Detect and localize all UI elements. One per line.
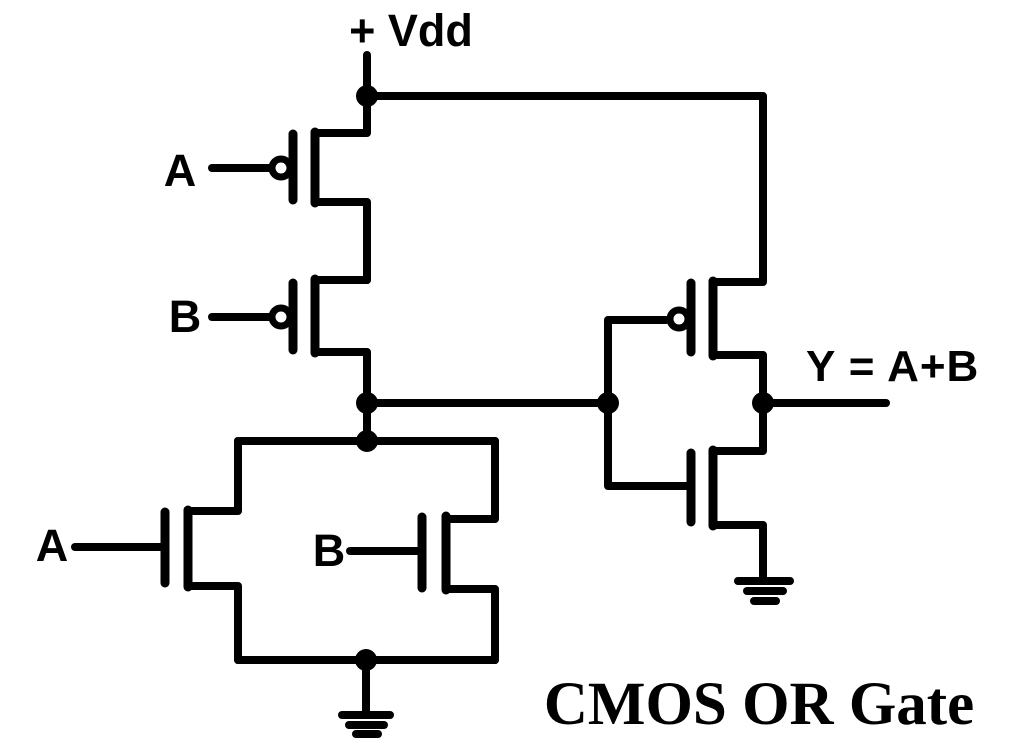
nmos-a-drain-wire bbox=[184, 437, 242, 515]
pmos-b-input-label: B bbox=[169, 291, 202, 342]
inverter-inversion-bubble-icon bbox=[666, 306, 692, 332]
vdd-top-rail-wire bbox=[363, 92, 767, 286]
nmos-a-transistor: A bbox=[36, 437, 242, 664]
nmos-parallel-network: A B bbox=[36, 437, 499, 738]
pmos-a-inversion-bubble-icon bbox=[268, 155, 294, 181]
nmos-a-source-wire bbox=[184, 582, 242, 664]
inverter-pmos-gate-wire bbox=[604, 316, 670, 407]
junction-dot-nor-output bbox=[356, 392, 378, 414]
pmos-a-input-label: A bbox=[164, 145, 197, 196]
pmos-a-drain-wire bbox=[311, 198, 371, 284]
nor-output-node bbox=[356, 392, 619, 452]
inverter-nmos-source-wire bbox=[709, 521, 767, 584]
pmos-b-transistor: B bbox=[169, 274, 371, 407]
inverter-pmos-transistor bbox=[666, 276, 767, 407]
pmos-a-transistor: A bbox=[164, 92, 371, 284]
nmos-a-input-label: A bbox=[36, 520, 69, 571]
output-node: Y = A+B bbox=[752, 342, 979, 414]
junction-dot-output bbox=[752, 392, 774, 414]
ground-symbol-pulldown bbox=[338, 649, 394, 738]
inverter-pmos-drain-wire bbox=[709, 351, 767, 407]
nmos-b-input-label: B bbox=[313, 525, 346, 576]
output-label: Y = A+B bbox=[806, 342, 979, 391]
inverter-stage: Y = A+B bbox=[604, 276, 979, 605]
pmos-b-drain-wire bbox=[311, 348, 371, 407]
inverter-nmos-transistor bbox=[686, 399, 767, 584]
vdd-supply: + Vdd bbox=[349, 5, 767, 286]
ground-symbol-inverter bbox=[734, 577, 794, 605]
nmos-b-source-wire bbox=[444, 585, 499, 664]
inverter-nmos-gate-wire bbox=[604, 399, 692, 490]
vdd-label: + Vdd bbox=[349, 5, 473, 56]
nmos-b-drain-wire bbox=[444, 437, 499, 523]
nmos-b-transistor: B bbox=[313, 437, 499, 664]
inverter-nmos-drain-wire bbox=[709, 399, 767, 455]
pmos-a-source-wire bbox=[311, 92, 371, 137]
diagram-title: CMOS OR Gate bbox=[544, 671, 974, 738]
pmos-b-inversion-bubble-icon bbox=[268, 304, 294, 330]
